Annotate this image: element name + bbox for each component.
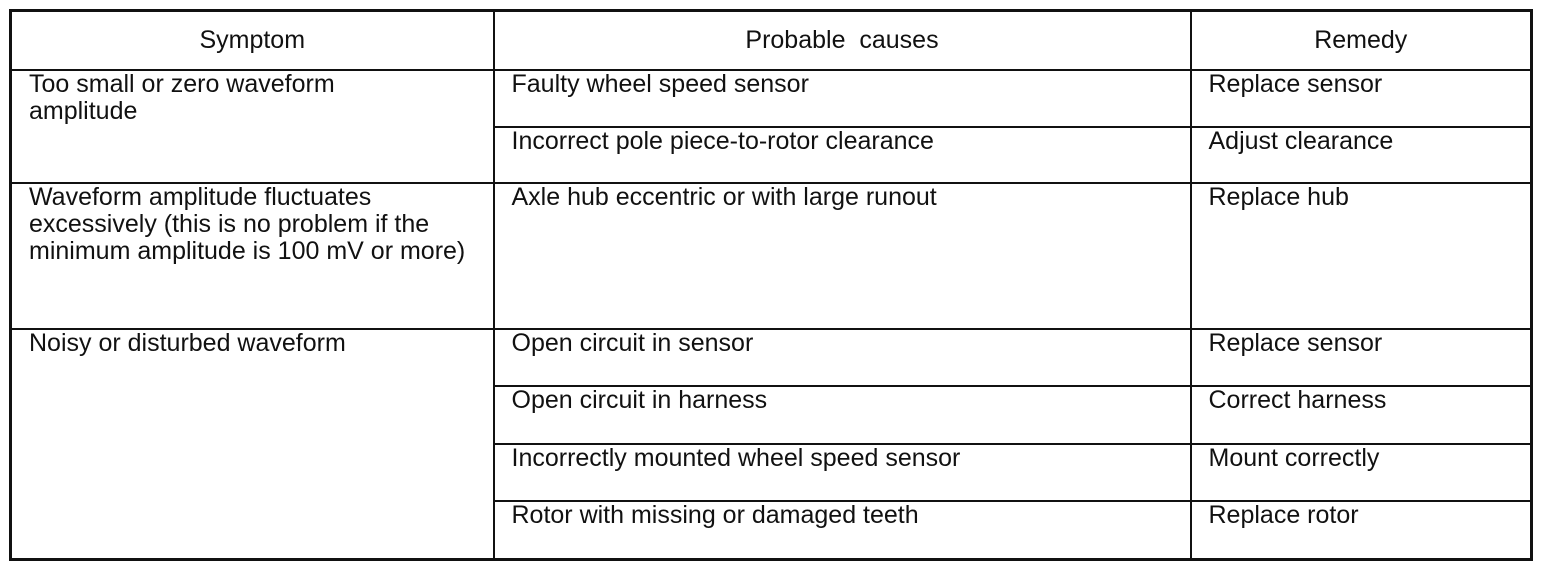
- cause-cell: Incorrectly mounted wheel speed sensor: [492, 443, 1192, 502]
- table-row: Incorrect pole piece-to-rotor clearance …: [11, 126, 1533, 184]
- cause-cell: Faulty wheel speed sensor: [492, 69, 1192, 128]
- remedy-cell: Correct harness: [1189, 385, 1533, 445]
- remedy-cell: Mount correctly: [1189, 443, 1533, 502]
- remedy-cell: Replace rotor: [1189, 500, 1533, 560]
- troubleshooting-table: Symptom Probable causes Remedy Too small…: [9, 9, 1533, 561]
- table-row: Rotor with missing or damaged teeth Repl…: [11, 500, 1533, 560]
- symptom-cell: Waveform amplitude fluctuates excessivel…: [9, 182, 495, 330]
- table-row: Open circuit in harness Correct harness: [11, 385, 1533, 445]
- header-probable-causes: Probable causes: [492, 9, 1192, 71]
- remedy-cell: Replace sensor: [1189, 328, 1533, 387]
- symptom-cell: Too small or zero waveform amplitude: [9, 69, 495, 184]
- table-row: Waveform amplitude fluctuates excessivel…: [9, 182, 1533, 330]
- cause-cell: Axle hub eccentric or with large runout: [492, 182, 1192, 330]
- header-symptom: Symptom: [9, 9, 495, 71]
- cause-cell: Open circuit in sensor: [492, 328, 1192, 387]
- table-row: Too small or zero waveform amplitude Fau…: [9, 69, 1533, 184]
- remedy-cell: Adjust clearance: [1189, 126, 1533, 184]
- table-row: Noisy or disturbed waveform Open circuit…: [9, 328, 1533, 560]
- symptom-cell: Noisy or disturbed waveform: [9, 328, 495, 560]
- cause-cell: Incorrect pole piece-to-rotor clearance: [492, 126, 1192, 184]
- cause-cell: Open circuit in harness: [492, 385, 1192, 445]
- cause-cell: Rotor with missing or damaged teeth: [492, 500, 1192, 560]
- remedy-cell: Replace sensor: [1189, 69, 1533, 128]
- remedy-cell: Replace hub: [1189, 182, 1533, 330]
- table-row: Incorrectly mounted wheel speed sensor M…: [11, 443, 1533, 502]
- header-remedy: Remedy: [1189, 9, 1533, 71]
- header-row: Symptom Probable causes Remedy: [9, 9, 1533, 71]
